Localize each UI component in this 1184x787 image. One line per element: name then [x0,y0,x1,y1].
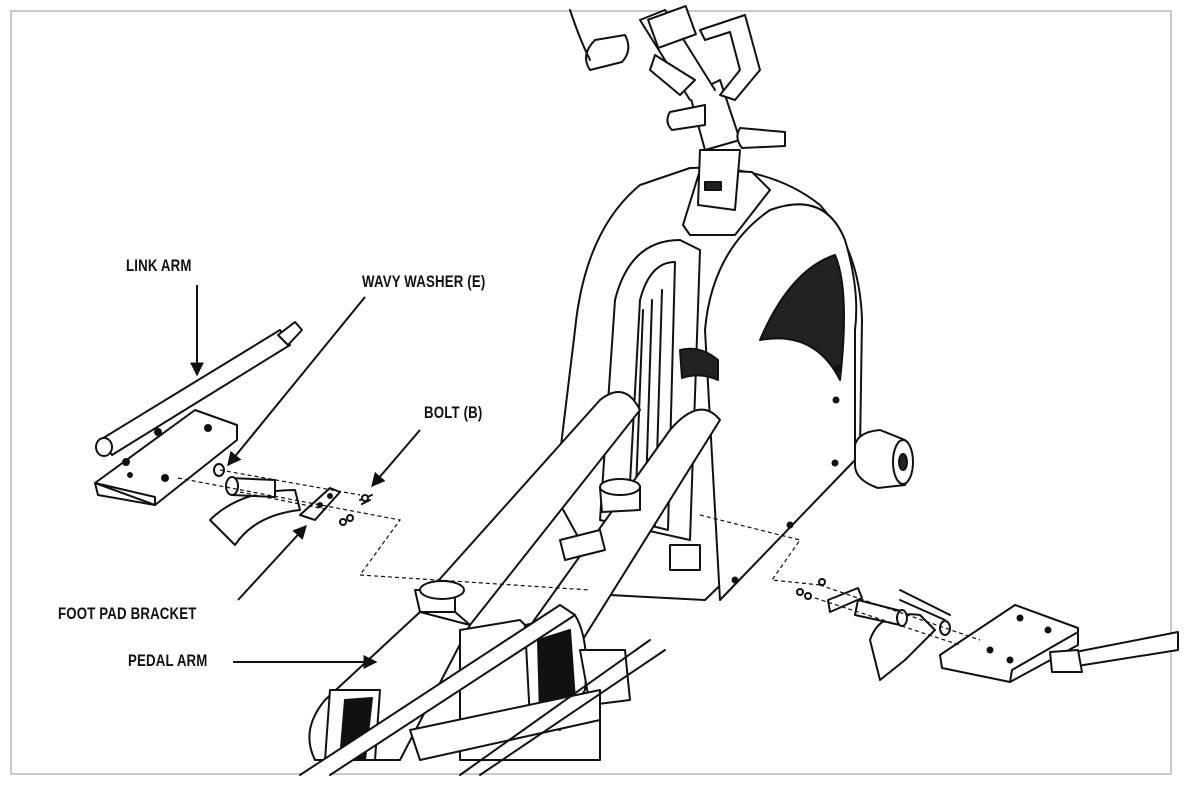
drive-hub [854,429,914,489]
wavy-washer-leader [227,296,366,467]
foot-pad-bracket-label: FOOT PAD BRACKET [58,604,197,623]
bolt-leader [371,429,421,488]
pedal-stub-right [796,578,951,681]
foot-pad-bracket-left [299,487,341,521]
foot-pad-left [94,409,238,506]
pedal-stub-left [209,476,301,546]
link-arm-left [95,321,303,457]
bolt-label: BOLT (B) [424,403,483,422]
pedal-arm-right [409,408,721,761]
console-mast [569,5,786,236]
wavy-washer-label: WAVY WASHER (E) [362,272,486,291]
foot-pad-bracket-leader [237,524,307,601]
alignment-guides [177,469,981,646]
wavy-washer-left [213,463,225,477]
link-arm-label: LINK ARM [126,256,192,275]
base-rails [299,529,701,776]
foot-pad-right [939,604,1079,683]
link-arm-right [1049,631,1179,673]
bolts-left [213,463,373,526]
pedal-arm-label: PEDAL ARM [128,651,208,670]
